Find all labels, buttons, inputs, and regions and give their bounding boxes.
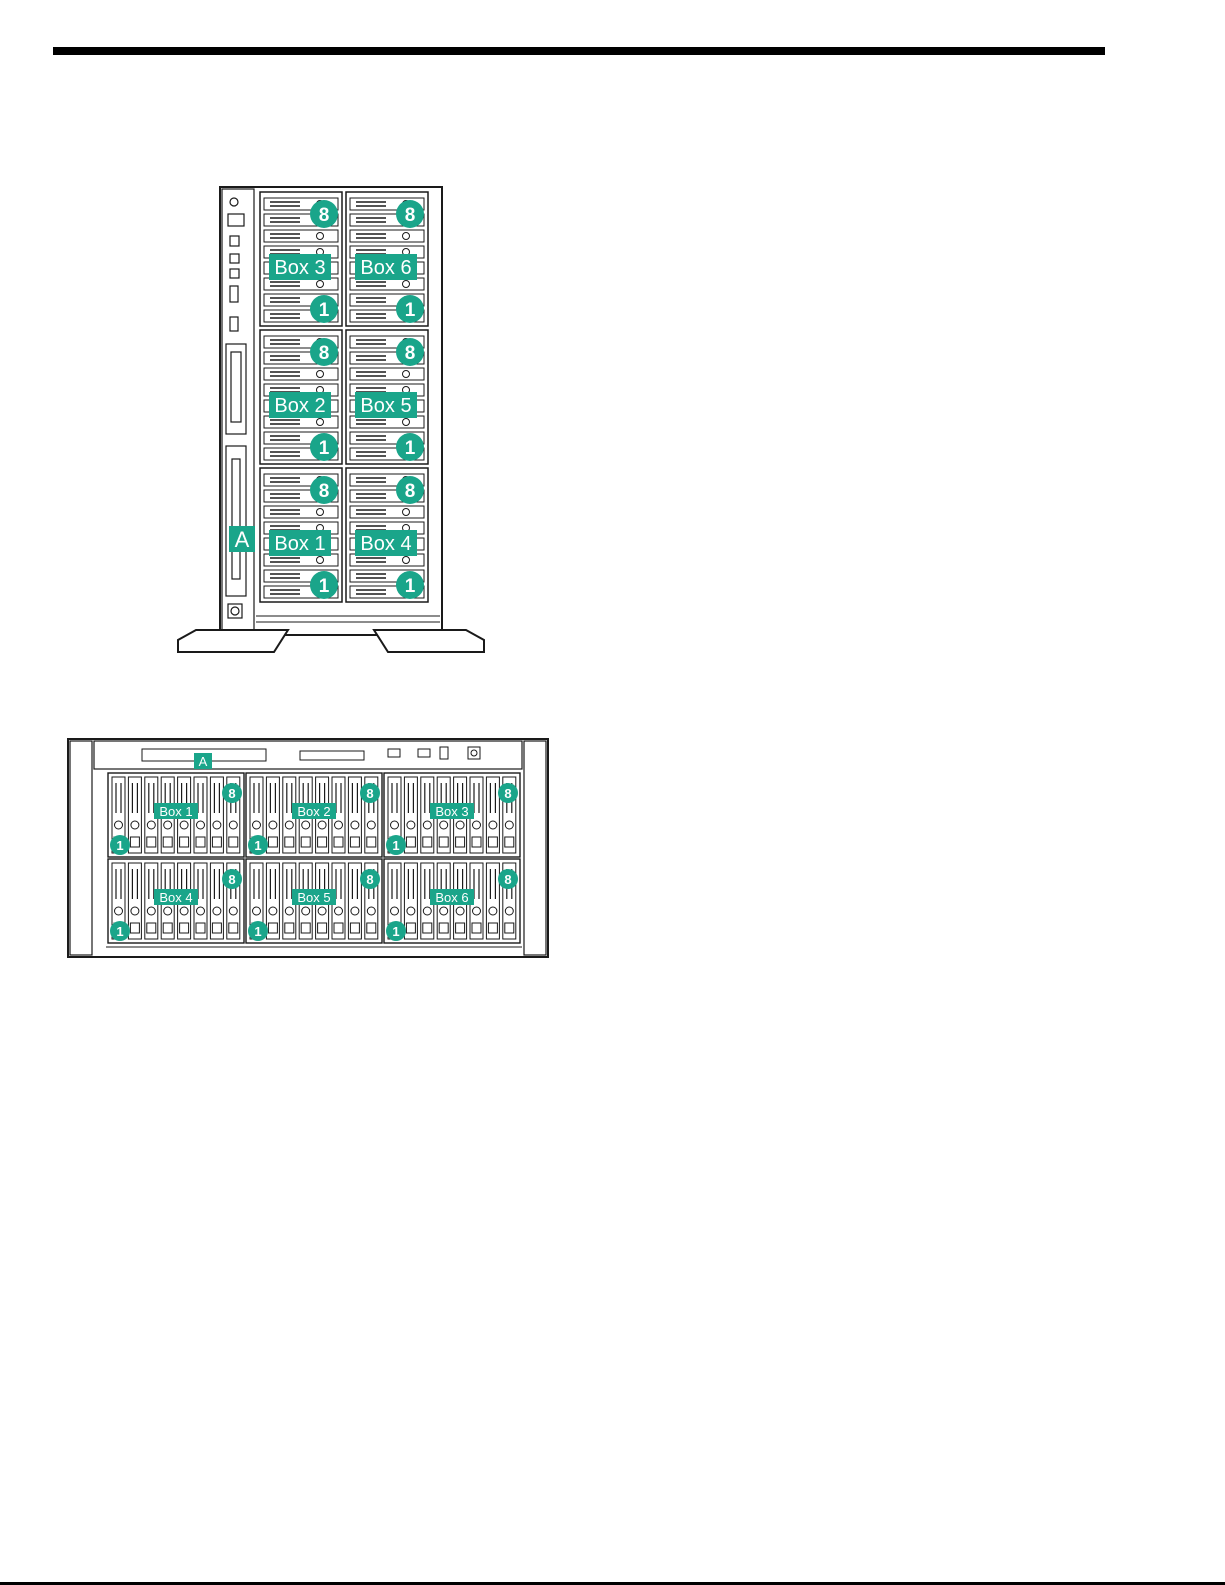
drive-slot <box>350 368 424 380</box>
tower-drive-box: Box 4 8 1 <box>346 468 428 602</box>
bay-number-top: 8 <box>405 205 416 226</box>
bay-number-bottom: 1 <box>319 576 330 597</box>
bay-number-bottom: 1 <box>254 924 261 939</box>
box-label: Box 3 <box>274 257 325 279</box>
header-rule <box>53 47 1105 55</box>
bay-number-bottom: 1 <box>116 924 123 939</box>
bay-number-bottom: 1 <box>319 438 330 459</box>
bay-number-top: 8 <box>405 481 416 502</box>
box-label: Box 2 <box>297 804 330 819</box>
tower-left-foot <box>178 630 288 652</box>
box-label: Box 3 <box>435 804 468 819</box>
bay-number-top: 8 <box>366 786 373 801</box>
rack-control-strip <box>94 741 522 769</box>
box-label: Box 1 <box>159 804 192 819</box>
rack-drive-box: Box 4 8 1 <box>108 859 244 943</box>
tower-control-panel <box>222 189 254 633</box>
bay-number-top: 8 <box>319 205 330 226</box>
bay-number-bottom: 1 <box>116 838 123 853</box>
tower-callout-a-label: A <box>235 527 250 552</box>
rack-callout-a-label: A <box>199 754 208 769</box>
tower-drive-box: Box 3 8 1 <box>260 192 342 326</box>
tower-drive-box: Box 2 8 1 <box>260 330 342 464</box>
bay-number-top: 8 <box>319 481 330 502</box>
box-label: Box 1 <box>274 533 325 555</box>
bay-number-bottom: 1 <box>254 838 261 853</box>
box-label: Box 4 <box>360 533 411 555</box>
tower-drive-box: Box 5 8 1 <box>346 330 428 464</box>
rack-right-ear <box>524 741 546 955</box>
bay-number-bottom: 1 <box>319 300 330 321</box>
tower-drive-box: Box 6 8 1 <box>346 192 428 326</box>
bay-number-bottom: 1 <box>392 838 399 853</box>
bay-number-top: 8 <box>228 872 235 887</box>
bay-number-bottom: 1 <box>392 924 399 939</box>
rack-drive-box: Box 5 8 1 <box>246 859 382 943</box>
bay-number-top: 8 <box>504 872 511 887</box>
bay-number-bottom: 1 <box>405 576 416 597</box>
bay-number-top: 8 <box>405 343 416 364</box>
bay-number-bottom: 1 <box>405 438 416 459</box>
tower-drive-box: Box 1 8 1 <box>260 468 342 602</box>
drive-slot <box>264 230 338 242</box>
bay-number-top: 8 <box>366 872 373 887</box>
drive-slot <box>350 230 424 242</box>
box-label: Box 5 <box>297 890 330 905</box>
box-label: Box 2 <box>274 395 325 417</box>
rack-drive-box: Box 3 8 1 <box>384 773 520 857</box>
box-label: Box 4 <box>159 890 192 905</box>
drive-slot <box>264 368 338 380</box>
rack-drive-box: Box 1 8 1 <box>108 773 244 857</box>
bay-number-bottom: 1 <box>405 300 416 321</box>
tower-right-foot <box>374 630 484 652</box>
drive-slot <box>264 506 338 518</box>
rack-drive-box: Box 6 8 1 <box>384 859 520 943</box>
rack-drive-box: Box 2 8 1 <box>246 773 382 857</box>
box-label: Box 5 <box>360 395 411 417</box>
bay-number-top: 8 <box>228 786 235 801</box>
bay-number-top: 8 <box>504 786 511 801</box>
bay-number-top: 8 <box>319 343 330 364</box>
box-label: Box 6 <box>360 257 411 279</box>
rack-left-ear <box>70 741 92 955</box>
box-label: Box 6 <box>435 890 468 905</box>
drive-slot <box>350 506 424 518</box>
